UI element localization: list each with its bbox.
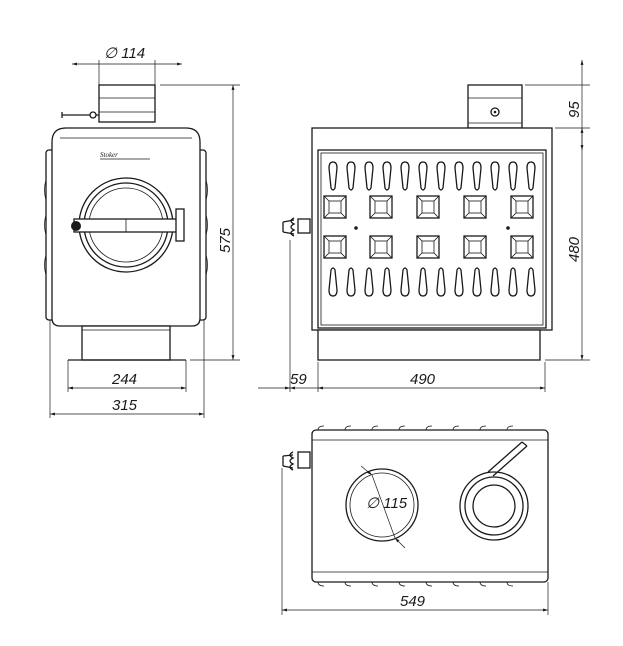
front-dimensions: ∅ 114 575 244 315 [49,45,240,418]
top-hotplate-outer [345,468,419,542]
brand-label: Stoker [100,151,118,159]
dim-body-width: 315 [112,397,138,414]
side-embossed-squares-bottom [323,235,534,259]
top-body [311,429,549,583]
side-body [311,127,553,331]
front-base [81,325,171,361]
dim-top-opening-diameter: ∅ 115 [366,495,408,512]
side-upper-slots [328,161,536,191]
dim-pipe-diameter: ∅ 114 [104,45,145,62]
top-dimensions: ∅ 115 549 [281,465,549,615]
side-panel [317,149,547,329]
dim-total-height: 575 [217,227,234,253]
side-embossed-squares-top [323,195,534,219]
top-damper-handle [487,441,528,477]
top-flue-outer [459,471,529,541]
front-view: Stoker [44,84,208,361]
top-flue-inner [472,484,516,528]
side-damper-screw-icon [490,107,500,117]
side-view [282,84,553,361]
side-base [317,329,541,361]
dim-side-offset: 59 [290,371,307,388]
dim-base-width: 244 [111,371,137,388]
side-chimney-pipe [467,84,523,129]
dim-pipe-height: 95 [566,101,583,118]
front-door-knob-icon [71,221,81,231]
front-chimney-pipe [98,84,156,123]
side-dimensions: 95 480 59 490 [258,60,590,392]
front-door-latch [73,218,181,233]
dim-body-height: 480 [566,236,583,262]
side-lower-slots [328,267,536,297]
front-door-hinge [175,208,185,242]
top-view [282,425,549,587]
dim-total-length: 549 [400,593,426,610]
dim-side-length: 490 [410,371,436,388]
